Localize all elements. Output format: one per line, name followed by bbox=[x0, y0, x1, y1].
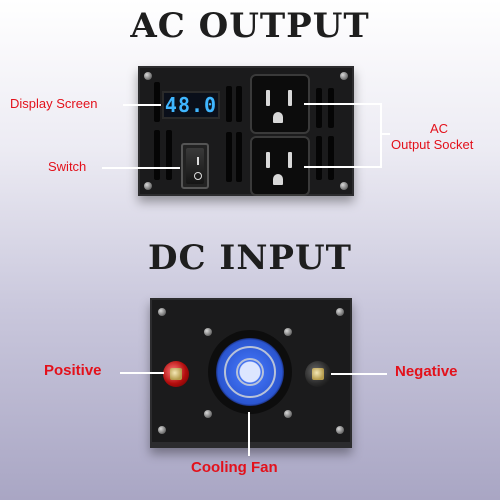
cooling-fan-icon bbox=[208, 330, 292, 414]
ac-label: AC bbox=[430, 121, 449, 136]
vent-slot bbox=[226, 132, 232, 182]
rocker-icon bbox=[186, 148, 204, 184]
vent-slot bbox=[316, 136, 322, 180]
screw-icon bbox=[144, 182, 152, 190]
vent-slot bbox=[166, 130, 172, 180]
ac-output-heading: AC OUTPUT bbox=[130, 6, 370, 46]
ac-outlet-top bbox=[250, 74, 310, 134]
screw-icon bbox=[340, 72, 348, 80]
cooling-fan-label: Cooling Fan bbox=[191, 459, 278, 476]
display-screen-label: Display Screen bbox=[10, 96, 98, 111]
ac-outlet-bottom bbox=[250, 136, 310, 196]
positive-pointer-line bbox=[120, 372, 164, 374]
screw-icon bbox=[284, 328, 292, 336]
screw-icon bbox=[158, 426, 166, 434]
screw-icon bbox=[336, 426, 344, 434]
vent-slot bbox=[236, 132, 242, 182]
negative-pointer-line bbox=[331, 373, 387, 375]
display-screen: 48.0 bbox=[162, 91, 220, 119]
output-socket-label: Output Socket bbox=[391, 137, 474, 152]
bracket-tick bbox=[380, 133, 390, 135]
bracket-vertical bbox=[380, 103, 382, 168]
vent-slot bbox=[154, 82, 160, 122]
negative-terminal-icon bbox=[305, 361, 331, 387]
positive-label: Positive bbox=[44, 362, 102, 379]
positive-terminal-icon bbox=[163, 361, 189, 387]
screw-icon bbox=[336, 308, 344, 316]
bracket-bottom bbox=[304, 166, 382, 168]
screw-icon bbox=[284, 410, 292, 418]
vent-slot bbox=[236, 86, 242, 122]
power-switch[interactable] bbox=[181, 143, 209, 189]
switch-label: Switch bbox=[48, 159, 87, 174]
fan-pointer-line bbox=[248, 412, 250, 456]
screw-icon bbox=[204, 328, 212, 336]
ac-output-panel bbox=[138, 66, 354, 196]
bracket-top bbox=[304, 103, 382, 105]
screw-icon bbox=[144, 72, 152, 80]
vent-slot bbox=[154, 130, 160, 180]
dc-input-heading: DC INPUT bbox=[148, 238, 352, 278]
negative-label: Negative bbox=[395, 363, 458, 380]
switch-pointer-line bbox=[102, 167, 180, 169]
screw-icon bbox=[204, 410, 212, 418]
screw-icon bbox=[158, 308, 166, 316]
vent-slot bbox=[226, 86, 232, 122]
vent-slot bbox=[328, 88, 334, 128]
vent-slot bbox=[328, 136, 334, 180]
screw-icon bbox=[340, 182, 348, 190]
display-pointer-line bbox=[123, 104, 161, 106]
vent-slot bbox=[316, 88, 322, 128]
